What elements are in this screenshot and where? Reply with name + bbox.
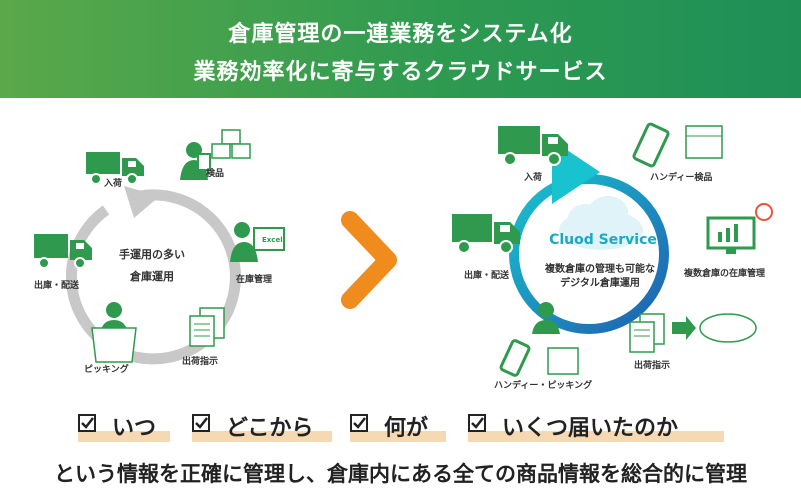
checklist-row: いつ どこから 何が いくつ届いたのか <box>0 410 801 446</box>
box-icon <box>685 125 723 159</box>
cloud-service-title: Cluod Service <box>549 232 657 248</box>
check-item-label: いつ <box>112 416 157 441</box>
excel-label: Excel <box>262 236 283 244</box>
truck-icon <box>86 152 144 185</box>
boxes-icon <box>211 129 251 159</box>
truck-icon <box>34 234 92 269</box>
documents-icon <box>629 313 665 353</box>
truck-icon <box>498 126 568 166</box>
label-handy-picking: ハンディー・ピッキング <box>494 381 593 391</box>
cloud-icon <box>559 196 643 250</box>
handheld-scanner-icon <box>632 122 670 168</box>
cloud-outline-icon <box>699 313 757 343</box>
label-multi-inventory: 複数倉庫の在庫管理 <box>684 269 766 279</box>
checkbox-icon <box>350 414 368 432</box>
monitor-icon <box>706 216 756 254</box>
label-handy-inspection: ハンディー検品 <box>650 173 713 183</box>
label-inbound: 入荷 <box>104 179 123 189</box>
manual-cycle-caption-line1: 手運用の多い <box>119 248 185 261</box>
pc-worker-icon <box>230 222 285 262</box>
check-item-label: 何が <box>384 416 429 441</box>
check-item: いつ <box>78 410 170 444</box>
transition-arrow-icon <box>341 211 397 309</box>
label-inventory: 在庫管理 <box>236 275 273 285</box>
check-item: 何が <box>350 410 446 444</box>
picking-worker-icon <box>91 302 137 363</box>
manual-cycle-caption-line2: 倉庫運用 <box>130 270 174 283</box>
header-banner: 倉庫管理の一連業務をシステム化 業務効率化に寄与するクラウドサービス <box>0 0 801 98</box>
manual-cycle-ring <box>66 186 241 365</box>
check-item-label: いくつ届いたのか <box>502 416 679 441</box>
check-item: どこから <box>192 410 332 444</box>
picking-worker-icon <box>532 302 560 334</box>
label-dispatch: 出庫・配送 <box>464 271 510 281</box>
label-picking: ピッキング <box>84 365 129 375</box>
check-item-label: どこから <box>226 416 314 441</box>
inspector-icon <box>180 142 211 180</box>
highlight-bar <box>192 431 332 442</box>
label-inspection: 検品 <box>206 169 225 179</box>
documents-icon <box>189 307 225 347</box>
header-title-line2: 業務効率化に寄与するクラウドサービス <box>193 60 608 85</box>
label-shipping-order: 出荷指示 <box>182 357 219 367</box>
checkbox-icon <box>468 414 486 432</box>
highlight-bar <box>78 431 170 442</box>
handheld-scanner-icon <box>499 339 531 377</box>
checkbox-icon <box>192 414 210 432</box>
cloud-cycle-caption-line2: デジタル倉庫運用 <box>560 278 640 289</box>
label-inbound: 入荷 <box>524 173 543 183</box>
alert-cloud-icon <box>755 203 773 221</box>
label-shipping-order: 出荷指示 <box>634 361 671 371</box>
check-item: いくつ届いたのか <box>468 410 724 444</box>
header-title-line1: 倉庫管理の一連業務をシステム化 <box>228 22 573 47</box>
send-arrow-icon <box>672 316 696 340</box>
truck-icon <box>452 214 520 254</box>
box-icon <box>547 347 579 375</box>
highlight-bar <box>468 431 724 442</box>
label-dispatch: 出庫・配送 <box>34 281 80 291</box>
footer-summary: という情報を正確に管理し、倉庫内にある全ての商品情報を総合的に管理 <box>54 462 747 486</box>
highlight-bar <box>350 431 446 442</box>
checkbox-icon <box>78 414 96 432</box>
diagram-canvas <box>34 122 773 377</box>
cloud-cycle-caption-line1: 複数倉庫の管理も可能な <box>545 264 655 275</box>
